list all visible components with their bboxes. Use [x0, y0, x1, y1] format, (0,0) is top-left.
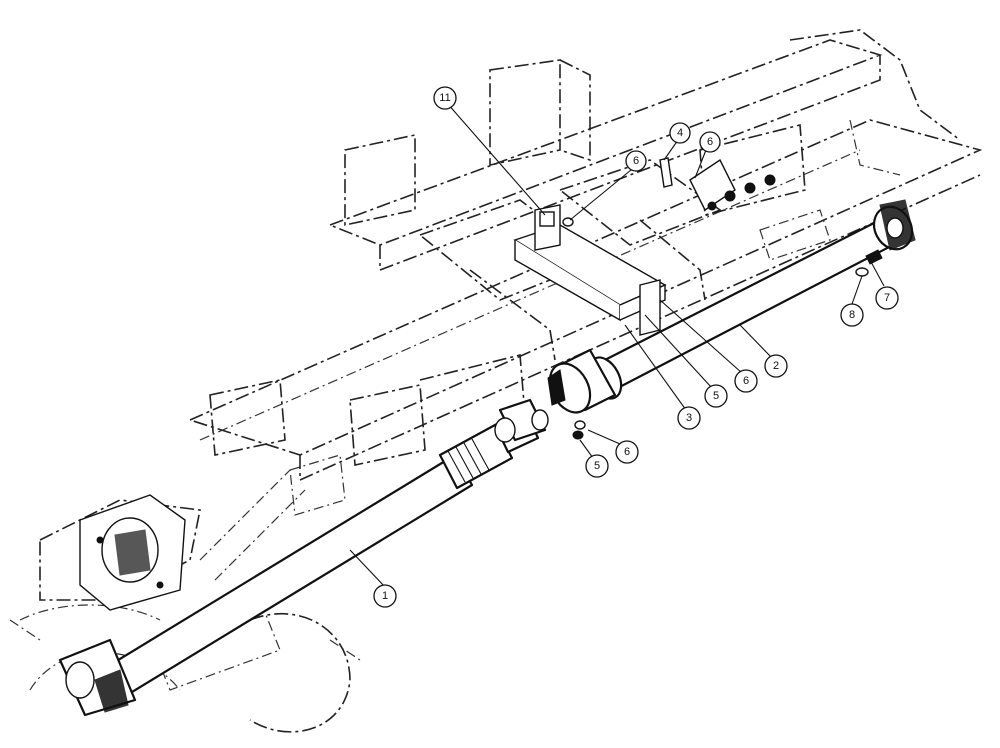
callout-3-label: 3	[686, 412, 692, 424]
callout-5-carrier: 5	[704, 384, 728, 408]
carrier-bearing-bracket	[513, 204, 667, 336]
callout-11-label: 11	[439, 92, 450, 104]
driveshaft-2	[547, 199, 916, 414]
rear-differential	[79, 494, 186, 611]
leader-lines	[349, 102, 885, 588]
callout-4: 4	[669, 122, 691, 144]
callout-6-carrier: 6	[734, 369, 758, 393]
callout-5-lower: 5	[585, 454, 609, 478]
callout-8: 8	[840, 303, 864, 327]
callout-3: 3	[677, 406, 701, 430]
callout-7: 7	[875, 286, 899, 310]
callout-6-top-left: 6	[625, 150, 647, 172]
callout-5-lower-label: 5	[594, 460, 600, 472]
callout-5-carrier-label: 5	[713, 390, 719, 402]
callout-7-label: 7	[884, 292, 890, 304]
callout-1: 1	[373, 584, 397, 608]
callout-6-top-right-label: 6	[707, 136, 713, 148]
callout-6-carrier-label: 6	[743, 375, 749, 387]
callout-6-top-left-label: 6	[633, 155, 639, 167]
callout-8-label: 8	[849, 309, 855, 321]
driveshaft-1	[58, 398, 549, 717]
callout-2: 2	[764, 354, 788, 378]
callout-6-top-right: 6	[699, 131, 721, 153]
callout-2-label: 2	[773, 360, 779, 372]
vehicle-frame-phantom	[9, 29, 983, 733]
callout-4-label: 4	[677, 127, 683, 139]
callout-1-label: 1	[382, 590, 388, 602]
callout-6-lower-label: 6	[624, 446, 630, 458]
callout-6-lower: 6	[615, 440, 639, 464]
callout-11: 11	[433, 86, 457, 110]
